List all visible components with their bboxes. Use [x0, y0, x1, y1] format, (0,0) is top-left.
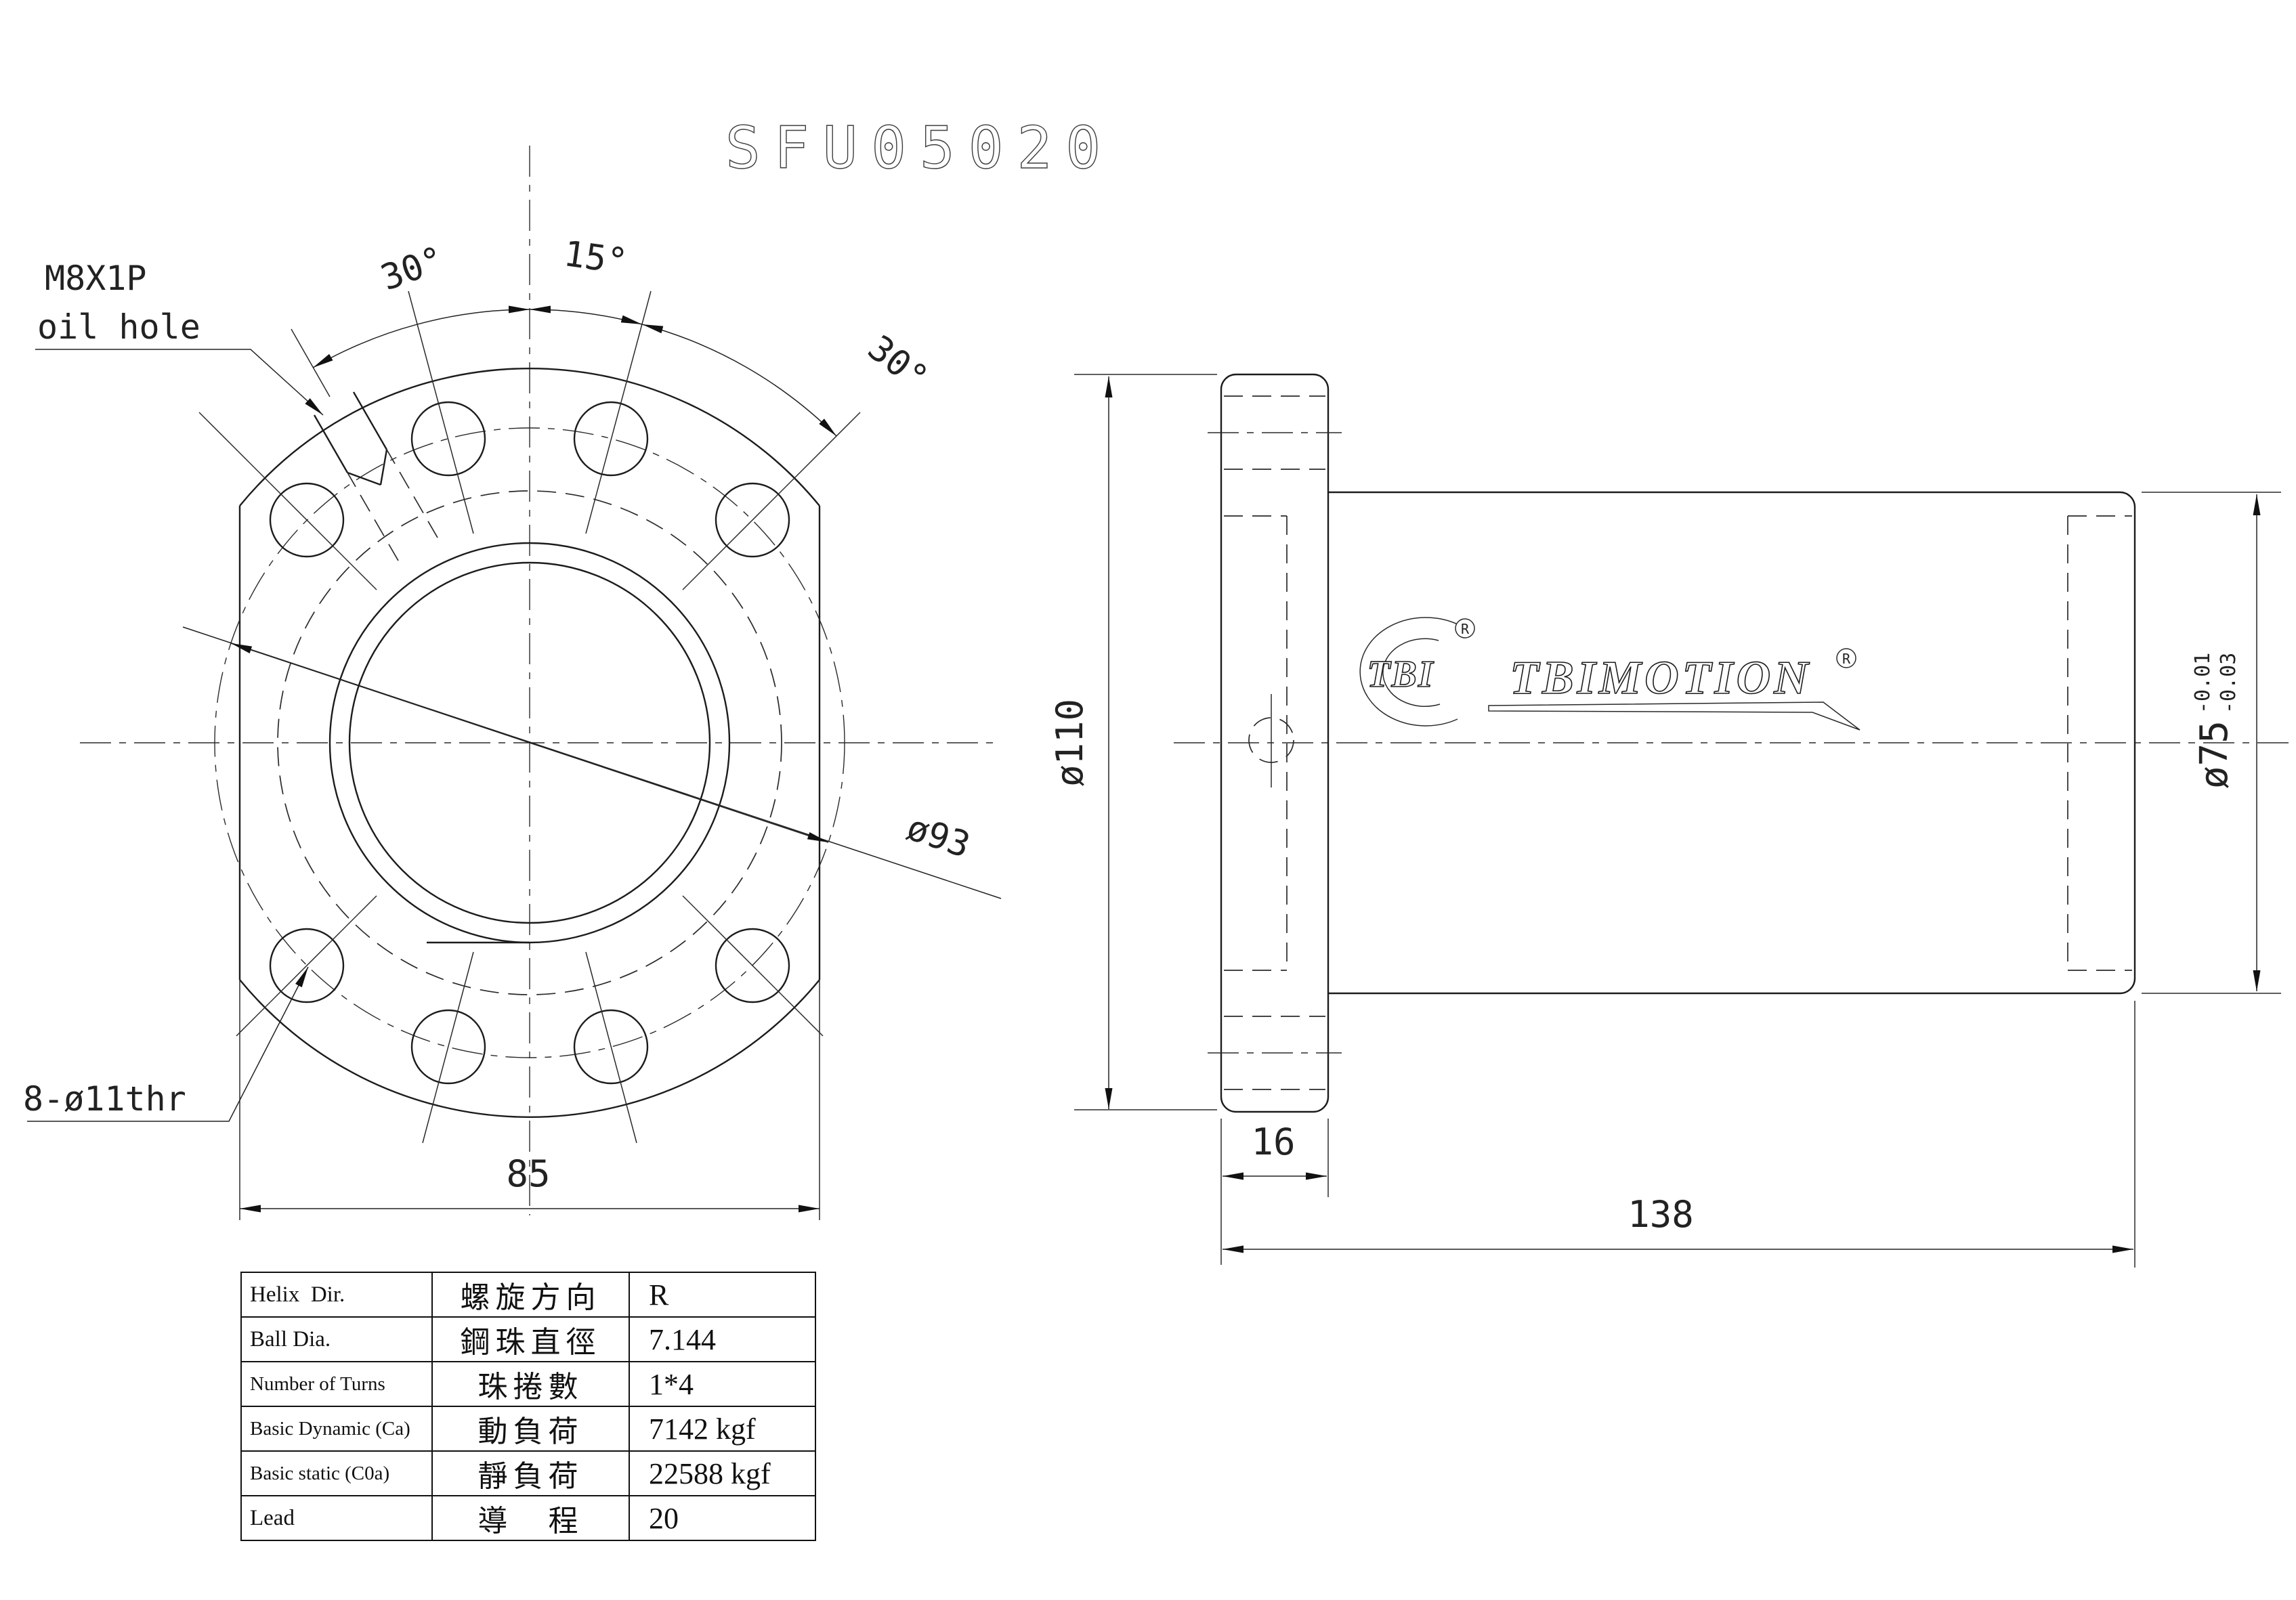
spec-en-lead: Lead	[240, 1495, 433, 1541]
bolt-circle-dia-label: ø93	[901, 808, 975, 867]
logo-badge-text: TBI	[1367, 653, 1434, 695]
spec-val-static-load: 22588 kgf	[629, 1450, 816, 1496]
angle-label-right: 30°	[860, 328, 935, 399]
registered-mark-letter: R	[1461, 621, 1470, 637]
spec-table: Helix Dir. 螺旋方向 R Ball Dia. 鋼珠直徑 7.144 N…	[240, 1272, 816, 1541]
logo-underline-swoosh	[1488, 701, 1861, 731]
spec-en-static-load: Basic static (C0a)	[240, 1450, 433, 1496]
logo-brand-text: TBIMOTION	[1510, 652, 1812, 704]
side-view: ø110 16 138 ø75 -0.01 -0.03 TBI R TBIMOT…	[1048, 373, 2295, 1268]
bolt-holes-leader	[27, 966, 309, 1122]
front-view: 30° 15° 30° M8X1P oil hole 8-ø11thr ø93 …	[23, 146, 1002, 1220]
flange-outer-arc-bottom	[239, 979, 820, 1119]
bolt-circle	[214, 427, 845, 1058]
body-dia-label-group: ø75 -0.01 -0.03	[2191, 653, 2240, 789]
spec-en-helix: Helix Dir.	[240, 1272, 433, 1318]
bolt-holes	[269, 401, 790, 1085]
table-row: Basic Dynamic (Ca) 動負荷 7142 kgf	[240, 1406, 816, 1452]
spec-en-ball-dia: Ball Dia.	[240, 1316, 433, 1362]
flange-bolt-hole-lines	[1208, 395, 1342, 1090]
body-dia-tol-lower: -0.03	[2217, 653, 2240, 714]
spec-zh-lead: 導 程	[431, 1495, 630, 1541]
hole-axis-lines	[198, 290, 861, 1144]
bolt-circle-dia-arrow-left	[230, 643, 530, 743]
spec-zh-dynamic-load: 動負荷	[431, 1406, 630, 1452]
body-dia-label: ø75	[2192, 720, 2236, 789]
registered-mark-icon	[1455, 618, 1475, 639]
flat-width-label: 85	[506, 1152, 550, 1195]
oil-hole-label-line1: M8X1P	[45, 259, 147, 298]
table-row: Ball Dia. 鋼珠直徑 7.144	[240, 1316, 816, 1362]
angle-label-left: 30°	[376, 239, 450, 299]
spec-en-dynamic-load: Basic Dynamic (Ca)	[240, 1406, 433, 1452]
body-outline	[1328, 491, 2136, 995]
spec-val-lead: 20	[629, 1495, 816, 1541]
bolt-hole	[715, 482, 790, 558]
logo-inner-swirl	[1382, 638, 1441, 707]
registered-mark-icon	[1836, 648, 1856, 668]
flange-dia-label: ø110	[1048, 699, 1091, 787]
oil-hole-axis-extension	[291, 328, 331, 397]
bolt-hole	[573, 1009, 649, 1085]
spec-zh-turns: 珠捲數	[431, 1361, 630, 1407]
spec-zh-static-load: 靜負荷	[431, 1450, 630, 1496]
angle-dim-arc-left	[312, 305, 530, 368]
table-row: Number of Turns 珠捲數 1*4	[240, 1361, 816, 1407]
drawing-title: SFU05020	[725, 114, 1114, 182]
bolt-hole	[269, 928, 345, 1003]
bolt-hole	[410, 401, 486, 477]
tbi-logo: TBI R TBIMOTION R	[1359, 617, 1861, 731]
oil-hole-leader	[35, 349, 324, 416]
spec-zh-ball-dia: 鋼珠直徑	[431, 1316, 630, 1362]
flange-thickness-label: 16	[1251, 1121, 1295, 1163]
table-row: Helix Dir. 螺旋方向 R	[240, 1272, 816, 1318]
angle-dim-arc-right	[641, 324, 837, 437]
spec-en-turns: Number of Turns	[240, 1361, 433, 1407]
logo-outer-swirl	[1359, 617, 1458, 727]
bolt-circle-dia-arrow-right	[529, 742, 829, 843]
hidden-body-circle	[277, 490, 782, 995]
oil-hole-label-line2: oil hole	[37, 307, 200, 347]
angle-label-middle: 15°	[561, 234, 630, 282]
oil-hole-feature	[291, 328, 438, 561]
bolt-hole	[573, 401, 649, 477]
bolt-hole	[410, 1009, 486, 1085]
spec-val-helix: R	[629, 1272, 816, 1318]
body-dia-tol-upper: -0.01	[2191, 653, 2215, 714]
angle-dim-arc-middle	[529, 305, 643, 325]
spec-zh-helix: 螺旋方向	[431, 1272, 630, 1318]
bolt-hole	[715, 928, 790, 1003]
registered-mark-letter: R	[1842, 651, 1851, 667]
total-length-label: 138	[1628, 1193, 1694, 1236]
bolt-holes-label: 8-ø11thr	[23, 1079, 186, 1119]
bolt-hole	[269, 482, 345, 558]
table-row: Lead 導 程 20	[240, 1495, 816, 1541]
table-row: Basic static (C0a) 靜負荷 22588 kgf	[240, 1450, 816, 1496]
flange-outline	[1220, 373, 1330, 1113]
spec-val-ball-dia: 7.144	[629, 1316, 816, 1362]
nut-bore-circle	[348, 561, 711, 924]
spec-val-dynamic-load: 7142 kgf	[629, 1406, 816, 1452]
internal-bore-hidden-lines	[1224, 515, 2132, 971]
spec-val-turns: 1*4	[629, 1361, 816, 1407]
flange-outer-arc-top	[239, 367, 820, 506]
